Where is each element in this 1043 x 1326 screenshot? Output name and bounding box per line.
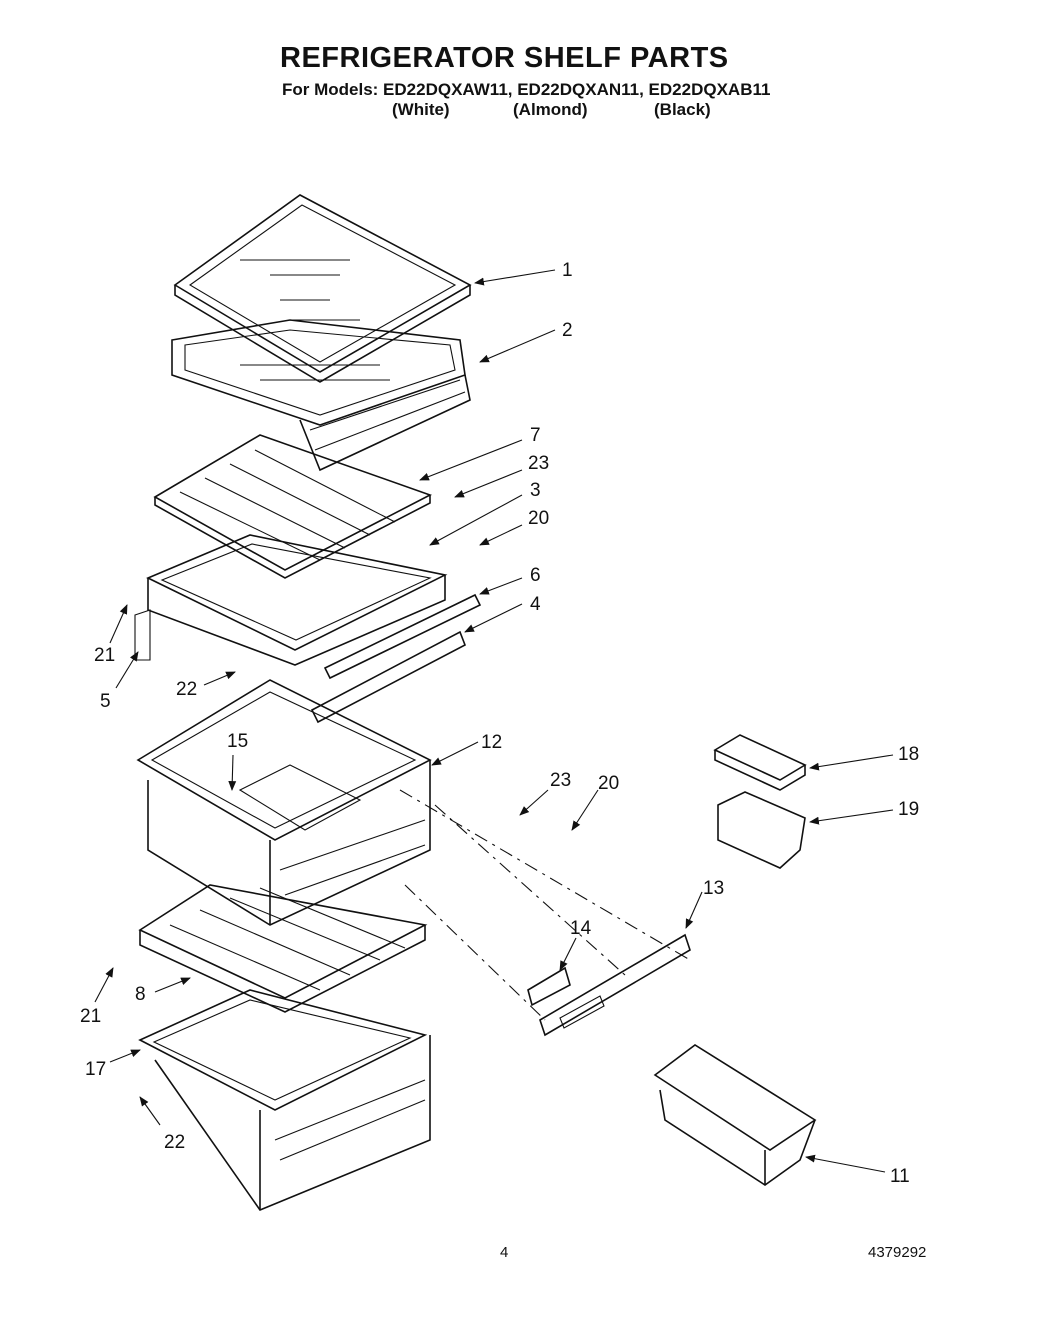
grid-cover <box>153 434 433 579</box>
variant-almond: (Almond) <box>513 100 588 119</box>
egg-tray <box>713 734 807 869</box>
callout-8: 8 <box>135 984 146 1005</box>
page-title: REFRIGERATOR SHELF PARTS <box>280 42 729 74</box>
callout-20: 20 <box>528 508 549 529</box>
callout-13: 13 <box>703 878 724 899</box>
callout-5: 5 <box>100 691 111 712</box>
callout-23-lower: 23 <box>550 770 571 791</box>
leader-lines <box>94 269 894 1173</box>
callout-12: 12 <box>481 732 502 753</box>
shelf-rails <box>310 593 482 724</box>
model-list: For Models: ED22DQXAW11, ED22DQXAN11, ED… <box>282 80 771 99</box>
callout-14: 14 <box>570 918 592 939</box>
callout-labels: 1 2 7 23 3 20 6 4 21 5 22 15 12 23 20 18… <box>80 260 919 1187</box>
meat-pan <box>136 679 432 926</box>
callout-22-lower: 22 <box>164 1132 185 1153</box>
lower-grid-shelf <box>138 884 428 1013</box>
callout-21: 21 <box>94 645 115 666</box>
callout-6: 6 <box>530 565 541 586</box>
callout-17: 17 <box>85 1059 106 1080</box>
callout-1: 1 <box>562 260 573 281</box>
callout-19: 19 <box>898 799 919 820</box>
callout-20-lower: 20 <box>598 773 619 794</box>
callout-2: 2 <box>562 320 573 341</box>
callout-7: 7 <box>530 425 541 446</box>
callout-3: 3 <box>530 480 541 501</box>
callout-15: 15 <box>227 731 248 752</box>
callout-21-lower: 21 <box>80 1006 101 1027</box>
shelf-frame <box>134 534 448 666</box>
door-bin <box>653 1044 817 1186</box>
callout-23: 23 <box>528 453 549 474</box>
variant-white: (White) <box>392 100 450 119</box>
callout-18: 18 <box>898 744 919 765</box>
callout-22: 22 <box>176 679 197 700</box>
callout-4: 4 <box>530 594 541 615</box>
lower-drawer <box>138 989 431 1211</box>
upper-drawer <box>171 319 471 472</box>
trim-strip <box>527 933 691 1037</box>
glass-shelf <box>173 194 472 383</box>
page-number: 4 <box>500 1244 509 1261</box>
variant-black: (Black) <box>654 100 711 119</box>
callout-11: 11 <box>890 1166 910 1187</box>
document-number: 4379292 <box>868 1244 927 1261</box>
